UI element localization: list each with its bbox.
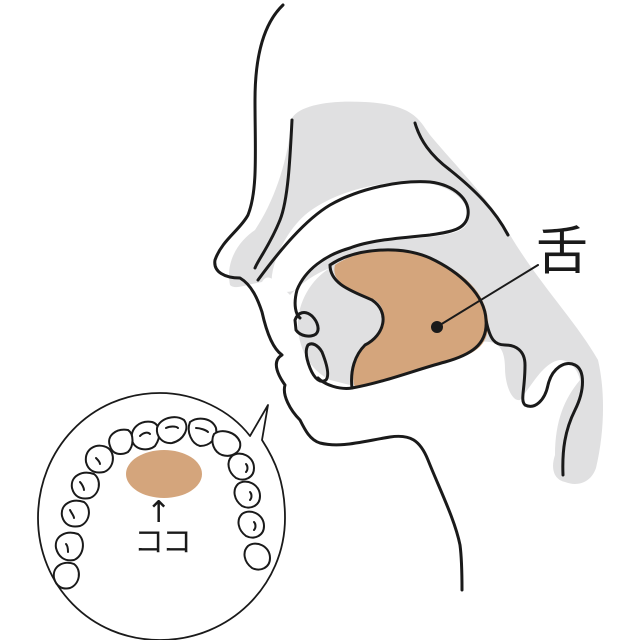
tongue-label: 舌 (536, 222, 589, 282)
arrow-up-icon: ↑ (146, 495, 172, 530)
tooth (227, 452, 255, 481)
tooth (155, 416, 188, 445)
tooth (108, 428, 134, 455)
tongue-shape (334, 249, 489, 388)
tooth (70, 471, 100, 500)
hard-palate-line (256, 180, 470, 282)
lower-front-tooth (304, 342, 330, 383)
tooth (54, 531, 84, 562)
tooth-marks (65, 425, 257, 553)
oral-cavity-line (293, 246, 352, 320)
tooth (233, 480, 261, 509)
nasal-inner-line (253, 118, 294, 270)
tooth (60, 499, 90, 528)
tooth (237, 510, 265, 539)
tongue-pointer-dot (431, 321, 443, 333)
tongue-pointer-line (439, 264, 539, 326)
palate-spot (126, 450, 202, 498)
pharynx-back-line (413, 121, 510, 237)
tooth (243, 542, 271, 571)
tooth (52, 561, 80, 590)
tooth (130, 420, 161, 451)
upper-front-tooth (293, 311, 320, 338)
tooth (211, 430, 242, 457)
tooth (84, 444, 114, 474)
face-profile-line (213, 3, 464, 592)
here-label: ココ (134, 525, 192, 560)
dental-arch (52, 416, 271, 590)
